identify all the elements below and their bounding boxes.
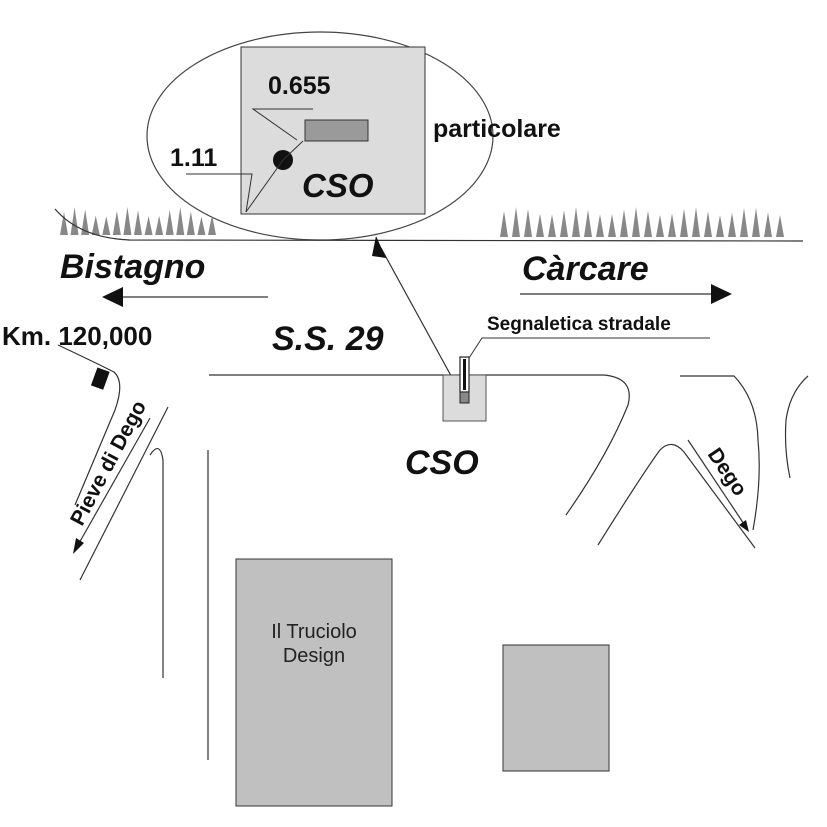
hedge-spike	[620, 209, 628, 237]
hedge-right	[500, 207, 784, 237]
label-ss29: S.S. 29	[272, 320, 384, 358]
detail-box	[240, 46, 426, 215]
side-road-right-edge-a	[597, 443, 756, 549]
hedge-spike	[608, 214, 616, 237]
hedge-spike	[81, 209, 90, 235]
leader-line-top	[251, 108, 313, 141]
hedge-spike	[764, 212, 772, 237]
hedge-spike	[123, 207, 132, 235]
side-road-right-edge-b	[680, 375, 760, 531]
hedge-spike	[680, 208, 688, 237]
hedge-spike	[692, 207, 700, 237]
hedge-spike	[656, 214, 664, 237]
hedge-spike	[644, 210, 652, 237]
hedge-spike	[197, 216, 206, 235]
building-label-box: Il Truciolo Design	[271, 621, 357, 667]
label-bistagno: Bistagno	[60, 248, 205, 286]
side-road-right-edge-c	[784, 375, 809, 479]
detail-cso-label: CSO	[302, 167, 374, 204]
hedge-spike	[584, 209, 592, 237]
hedge-spike	[91, 215, 100, 235]
hedge-spike	[134, 210, 142, 235]
road-edge-west-corner	[57, 344, 121, 506]
hedge-spike	[596, 214, 604, 237]
km-marker-post	[90, 367, 110, 390]
hedge-left	[60, 207, 216, 235]
dimension-top: 0.655	[268, 72, 331, 100]
hedge-spike	[112, 210, 121, 235]
hedge-spike	[752, 207, 760, 237]
hedge-spike	[704, 211, 712, 237]
hedge-spike	[186, 211, 195, 235]
detail-label: particolare	[433, 115, 561, 143]
side-road-left-edge-a	[79, 406, 169, 581]
hedge-spike	[176, 207, 185, 235]
hedge-spike	[632, 207, 640, 237]
signage-pole-core	[463, 359, 466, 390]
arrow-dego-shaft	[687, 439, 745, 525]
arrow-cso-to-detail-head	[372, 236, 386, 258]
road-edge-north	[54, 208, 804, 242]
hedge-spike	[668, 213, 676, 237]
leader-line-pole	[282, 140, 304, 161]
hedge-spike	[548, 214, 556, 237]
hedge-spike	[155, 215, 164, 235]
arrow-bistagno-head	[102, 287, 123, 307]
hedge-spike	[60, 212, 68, 235]
building-small	[502, 644, 610, 772]
detail-sign-plate	[304, 119, 369, 142]
building-label-il-truciolo: Il Truciolo Design	[271, 621, 357, 667]
hedge-spike	[144, 216, 153, 235]
hedge-spike	[560, 210, 568, 237]
arrow-pieve-head	[73, 538, 84, 554]
arrow-cso-to-detail	[380, 247, 456, 384]
side-road-left-edge-b	[149, 448, 164, 678]
hedge-spike	[102, 216, 111, 235]
label-km-marker: Km. 120,000	[2, 321, 152, 351]
signage-base	[459, 391, 470, 404]
road-edge-south	[209, 374, 630, 516]
hedge-spike	[512, 207, 520, 237]
arrow-carcare-head	[711, 284, 732, 304]
arrow-dego-head	[739, 520, 749, 532]
hedge-spike	[536, 213, 544, 237]
leader-line-base	[245, 159, 284, 213]
hedge-spike	[716, 214, 724, 237]
building-il-truciolo	[235, 558, 393, 807]
label-cso: CSO	[405, 444, 479, 482]
hedge-spike	[740, 207, 748, 237]
signage-leader	[468, 337, 710, 359]
hedge-spike	[572, 207, 580, 237]
hedge-spike	[70, 207, 79, 235]
hedge-spike	[500, 211, 508, 237]
hedge-spike	[728, 212, 736, 237]
hedge-spike	[524, 208, 532, 237]
label-carcare: Càrcare	[522, 250, 649, 288]
dimension-left: 1.11	[170, 144, 217, 172]
hedge-spike	[208, 215, 216, 235]
label-signage: Segnaletica stradale	[487, 314, 671, 335]
label-pieve-di-dego: Pieve di Dego	[66, 397, 151, 529]
arrow-pieve-shaft	[77, 417, 151, 546]
hedge-spike	[776, 214, 784, 237]
leader-line-left	[186, 173, 253, 213]
hedge-spike	[165, 209, 174, 235]
